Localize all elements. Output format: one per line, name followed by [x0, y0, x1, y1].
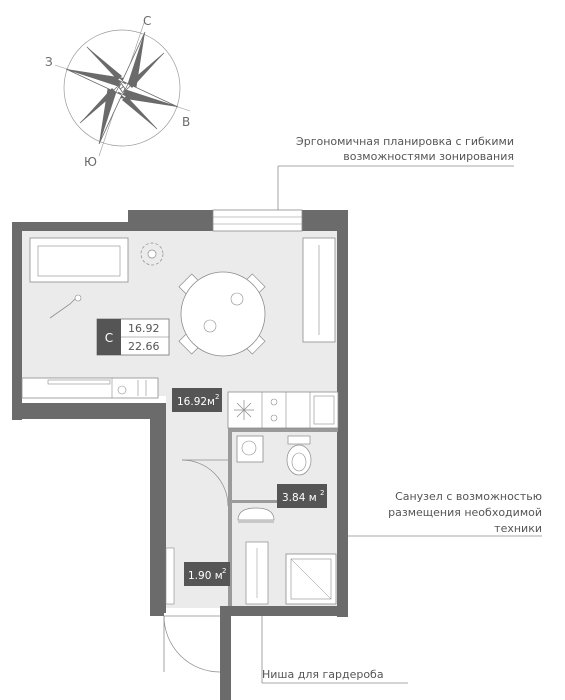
area-legend: С 16.92 22.66 — [96, 318, 170, 356]
room-area-hall: 1.90 м — [188, 570, 223, 582]
annotation-bathroom-line-3: техники — [494, 522, 542, 535]
legend-code: С — [105, 331, 113, 345]
compass-south-label: Ю — [84, 155, 97, 169]
annotation-layout-line-1: Эргономичная планировка с гибкими — [296, 135, 514, 148]
compass-east-label: В — [182, 115, 190, 129]
shower-icon — [285, 553, 337, 605]
freezer-icon — [234, 400, 254, 420]
room-label-main: 16.92м 2 — [172, 388, 222, 412]
room-area-bathroom: 3.84 м — [282, 492, 317, 504]
legend-living-area: 16.92 — [128, 322, 160, 335]
room-area-hall-sup: 2 — [222, 567, 226, 575]
apartment-plan — [12, 209, 348, 700]
room-label-hall: 1.90 м 2 — [184, 562, 230, 586]
annotation-bathroom-line-1: Санузел с возможностью — [395, 490, 542, 503]
sink-icon — [237, 507, 275, 523]
compass-north-label: С — [143, 14, 151, 28]
room-area-main-sup: 2 — [215, 393, 219, 401]
toilet-icon — [286, 435, 312, 476]
annotation-niche: Ниша для гардероба — [262, 668, 384, 681]
annotation-bathroom-line-2: размещения необходимой — [388, 506, 542, 519]
compass-rose-icon — [54, 19, 191, 157]
fan-icon — [140, 242, 164, 266]
room-label-bathroom: 3.84 м 2 — [277, 484, 327, 508]
room-area-bathroom-sup: 2 — [320, 489, 324, 497]
annotation-layout-line-2: возможностями зонирования — [343, 150, 514, 163]
dining-table — [178, 271, 266, 357]
legend-total-area: 22.66 — [128, 340, 160, 353]
room-area-main: 16.92м — [177, 396, 215, 408]
compass-west-label: З — [45, 55, 53, 69]
